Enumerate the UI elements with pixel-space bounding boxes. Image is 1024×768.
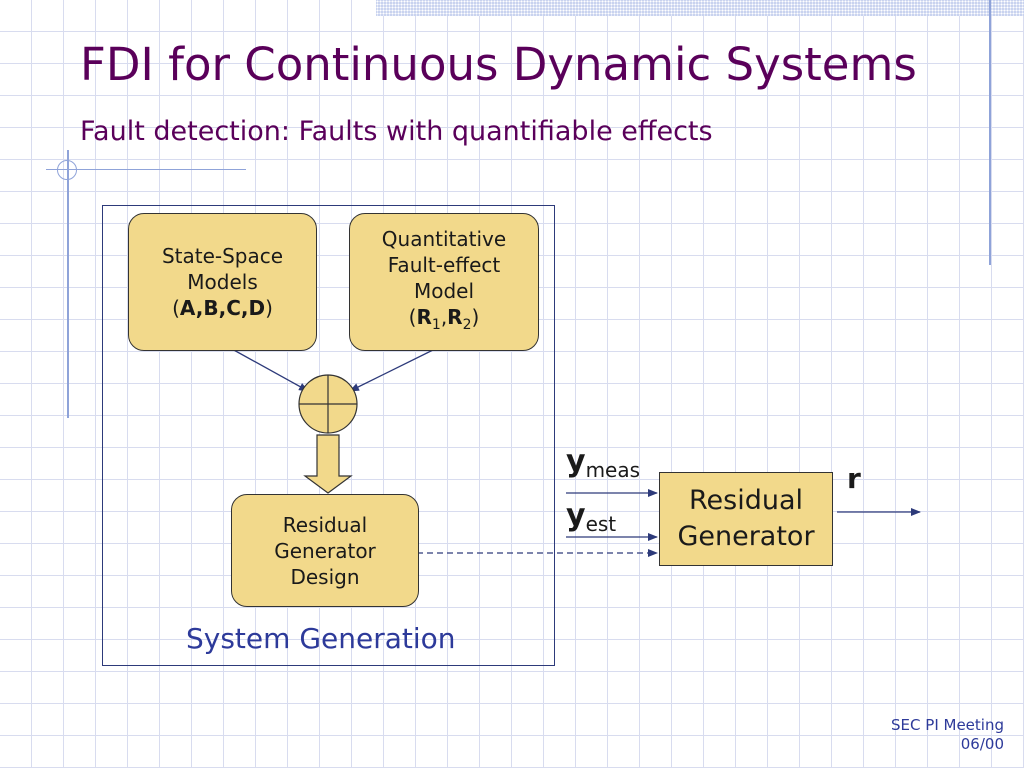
param-comma: ,	[440, 305, 448, 329]
fault-effect-line3: Model	[413, 279, 475, 303]
param-r1: R	[416, 305, 432, 329]
signal-y-est-base: y	[566, 498, 586, 533]
system-generation-frame	[102, 205, 555, 666]
paren-open: (	[172, 296, 180, 320]
state-space-line2: Models	[187, 270, 258, 294]
slide-title: FDI for Continuous Dynamic Systems	[80, 38, 917, 91]
arrow-fault-model-to-sum	[349, 348, 436, 392]
state-space-models-box: State-Space Models (A,B,C,D)	[128, 213, 317, 351]
design-line3: Design	[290, 564, 360, 589]
signal-y-meas-sub: meas	[585, 458, 641, 482]
paren-open: (	[408, 305, 417, 329]
fault-effect-params: (R1,R2)	[409, 304, 480, 338]
footer-event: SEC PI Meeting	[891, 716, 1004, 734]
footer-date: 06/00	[960, 735, 1004, 753]
param-r2-sub: 2	[462, 317, 472, 333]
design-line2: Generator	[274, 538, 376, 563]
design-line1: Residual	[282, 512, 368, 537]
signal-y-est-sub: est	[585, 512, 617, 536]
residual-generator-box: Residual Generator	[659, 472, 833, 566]
header-band	[376, 0, 1024, 16]
slide-subtitle: Fault detection: Faults with quantifiabl…	[80, 116, 713, 147]
arrow-state-space-to-sum	[231, 348, 309, 392]
footer: SEC PI Meeting 06/00	[891, 716, 1004, 754]
state-space-matrices: (A,B,C,D)	[172, 295, 273, 321]
state-space-line1: State-Space	[161, 244, 284, 268]
param-r2: R	[447, 305, 463, 329]
paren-close: )	[265, 296, 273, 320]
signal-r: r	[847, 462, 861, 495]
system-generation-label: System Generation	[186, 622, 456, 655]
signal-y-est: yest	[566, 498, 616, 536]
residual-generator-line2: Generator	[677, 521, 815, 552]
paren-close: )	[471, 305, 480, 329]
signal-y-meas: ymeas	[566, 444, 640, 482]
residual-generator-design-box: Residual Generator Design	[231, 494, 419, 607]
fault-effect-line2: Fault-effect	[387, 253, 501, 277]
decorative-line-left	[67, 150, 69, 418]
crosshair-icon	[57, 160, 77, 180]
matrix-names: A,B,C,D	[179, 296, 266, 320]
decorative-line-right	[989, 0, 991, 265]
param-r1-sub: 1	[431, 317, 441, 333]
signal-y-meas-base: y	[566, 444, 586, 479]
decorative-line-horizontal	[46, 169, 246, 170]
residual-generator-line1: Residual	[688, 485, 804, 516]
block-arrow-down-icon	[303, 434, 353, 494]
fault-effect-model-box: Quantitative Fault-effect Model (R1,R2)	[349, 213, 539, 351]
summing-junction-icon	[298, 374, 358, 434]
fault-effect-line1: Quantitative	[381, 227, 507, 251]
